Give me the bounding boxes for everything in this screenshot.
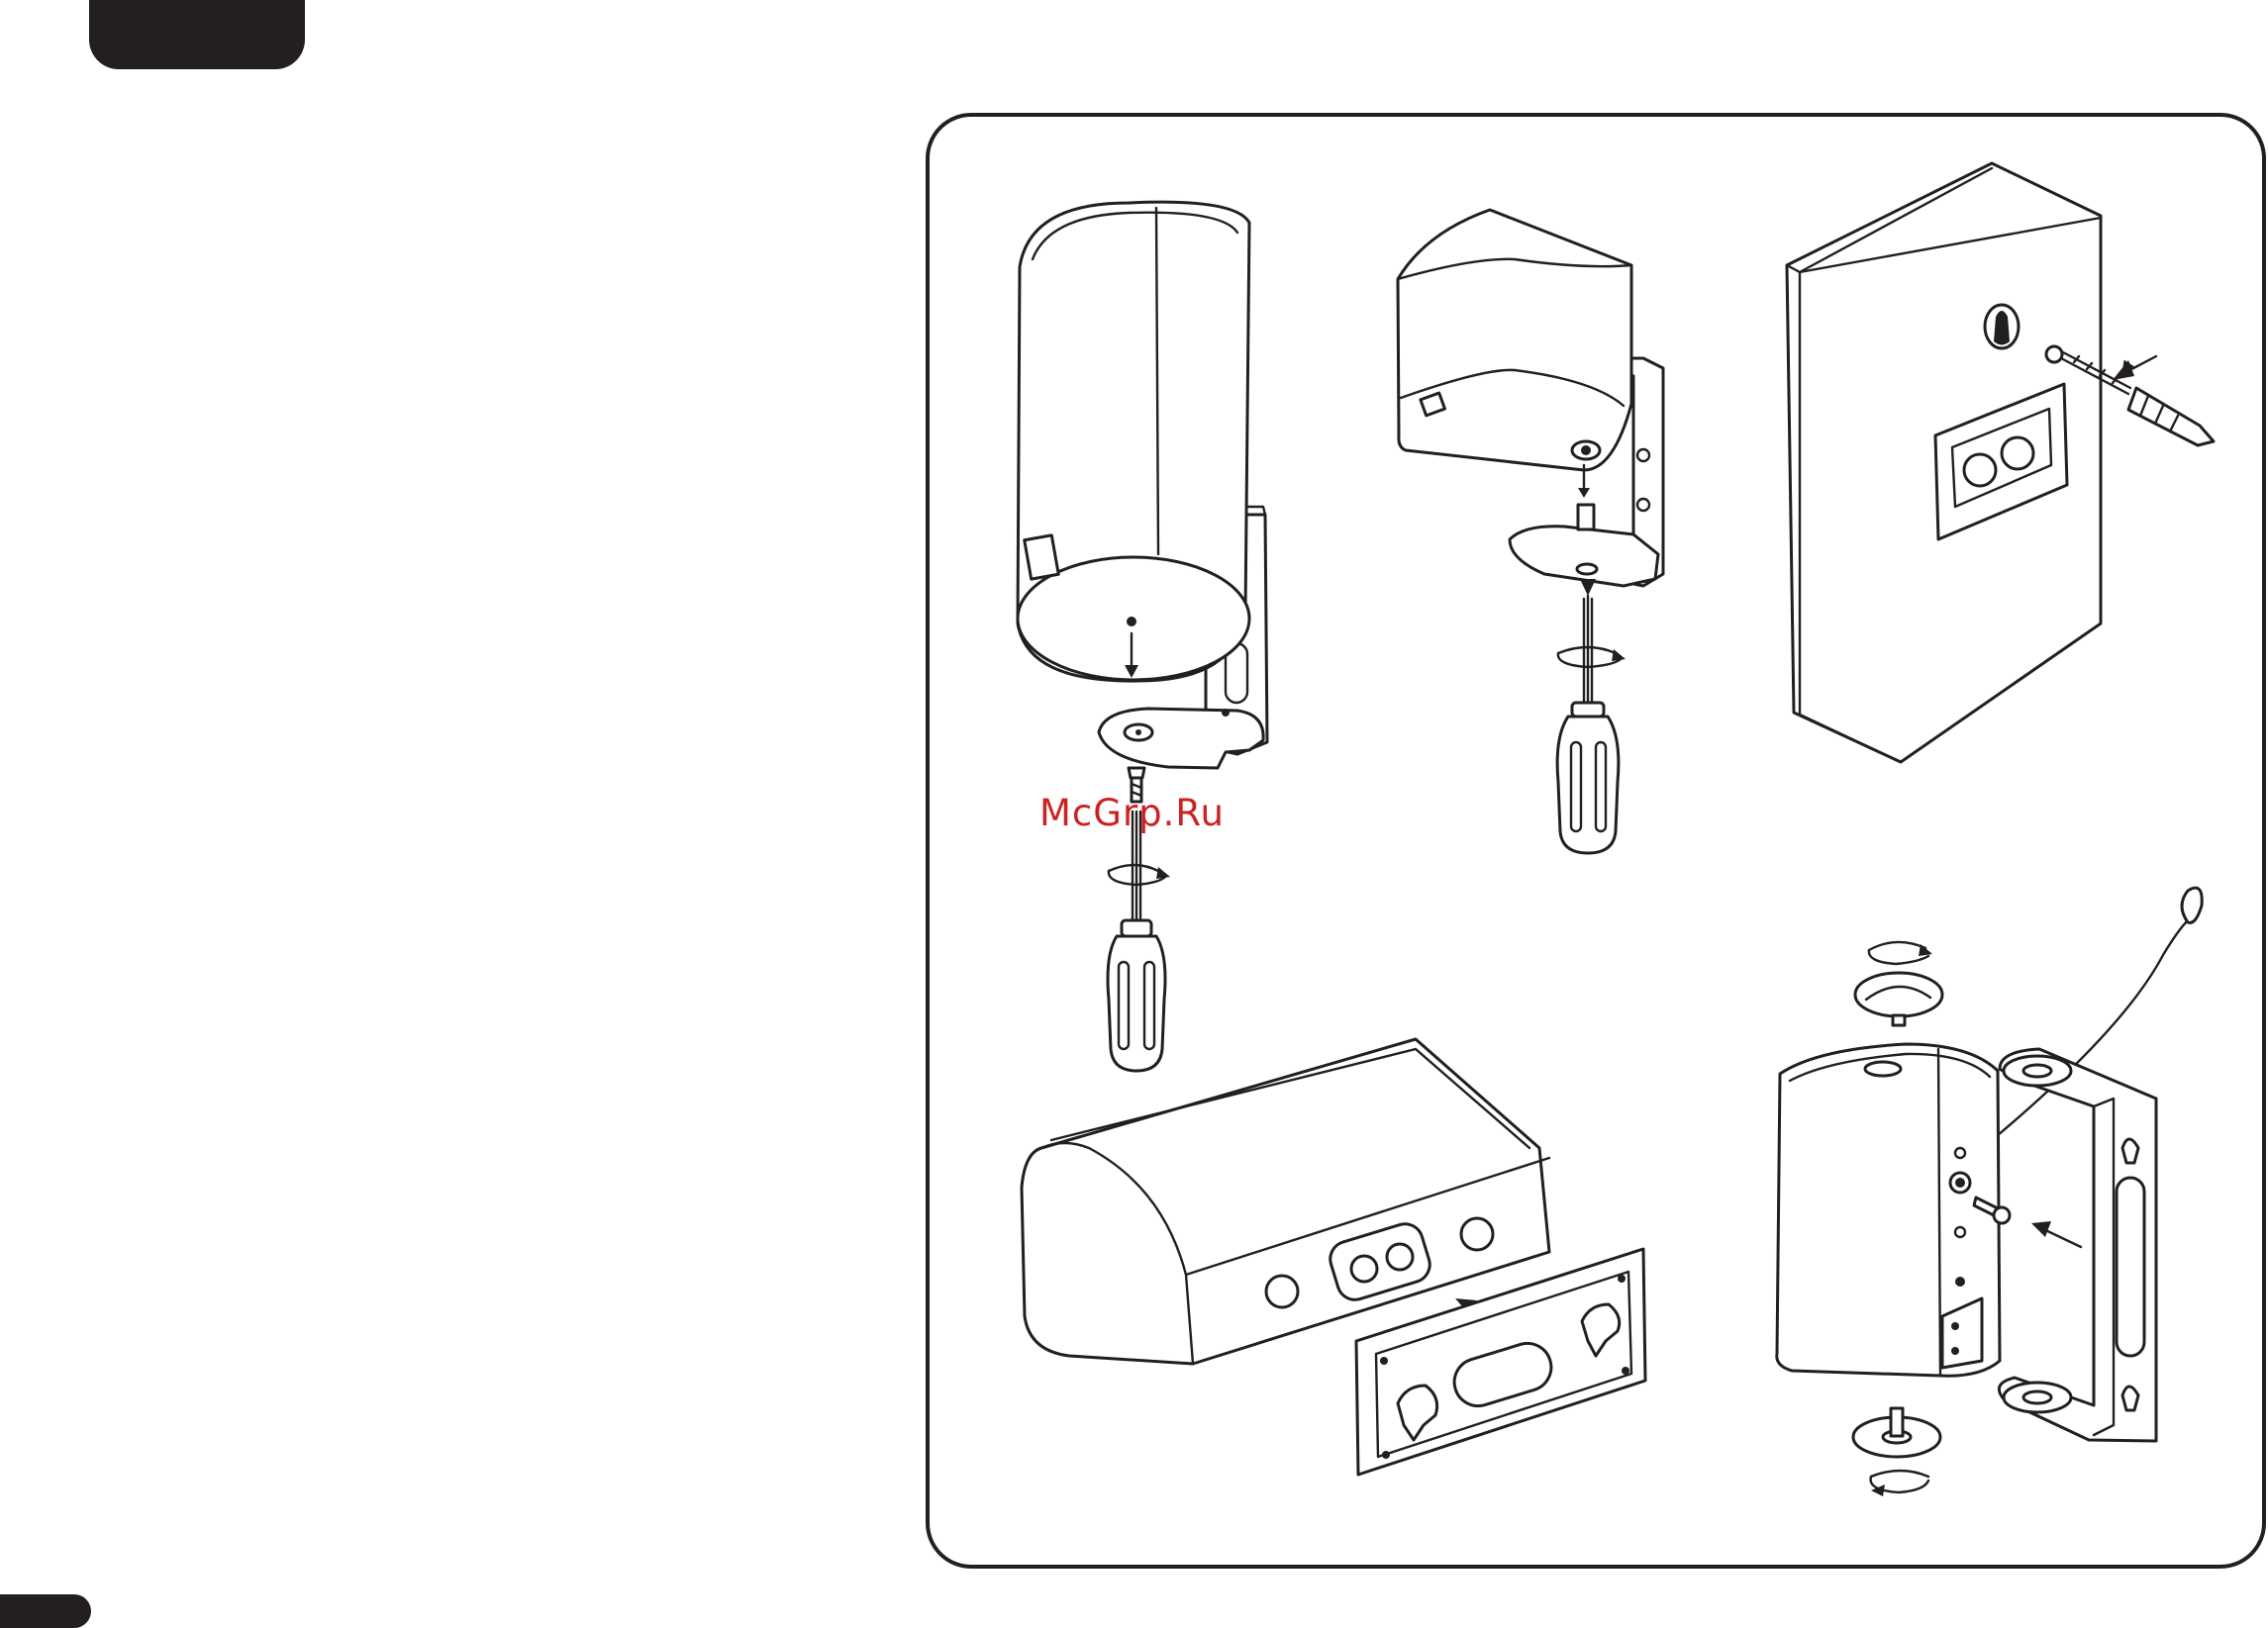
figure-u-bracket-with-safety-cable [1777,888,2202,1496]
figure-pole-mount-cube-speaker [1398,210,1663,853]
figure-plate-mount-center-speaker [1022,1039,1645,1475]
figure-wall-mount-keyhole [1787,163,2214,762]
watermark-text: McGrp.Ru [1039,792,1225,834]
figure-pole-mount-round-speaker [1018,202,1267,1071]
